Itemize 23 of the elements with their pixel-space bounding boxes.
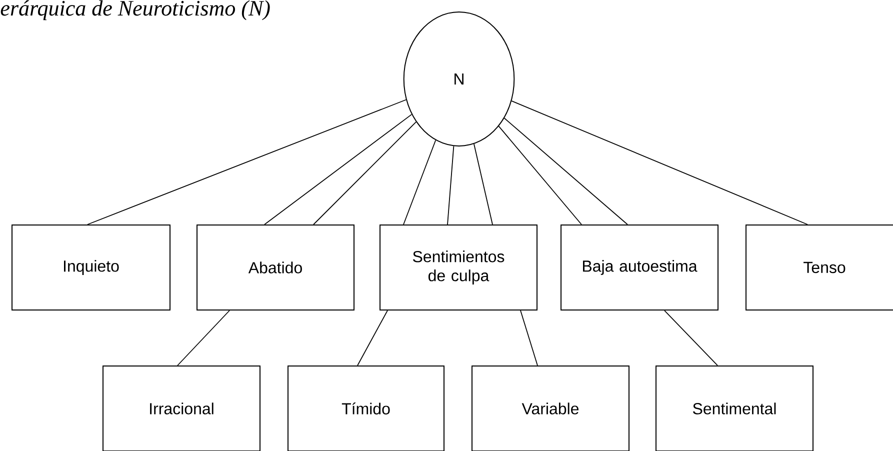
connector-line: [357, 310, 388, 366]
trait-box: Baja autoestima: [560, 224, 718, 310]
connector-line: [474, 144, 493, 225]
trait-box: Abatido: [196, 224, 354, 310]
connector-line: [504, 118, 628, 225]
trait-box: Variable: [472, 366, 630, 451]
connector-line: [511, 100, 808, 225]
connector-line: [313, 122, 417, 225]
trait-box: Sentimientos de culpa: [380, 224, 538, 310]
trait-box: Tímido: [288, 366, 444, 451]
connector-line: [447, 146, 454, 225]
connector-line: [520, 310, 538, 366]
trait-box: Inquieto: [12, 224, 170, 310]
connector-line: [177, 310, 230, 366]
connector-line: [498, 126, 582, 225]
trait-box: Irracional: [102, 366, 260, 451]
trait-box: Sentimental: [656, 366, 814, 451]
connector-line: [403, 140, 436, 225]
connector-line: [664, 310, 718, 366]
connector-line: [264, 114, 412, 225]
trait-box: Tenso: [746, 224, 893, 310]
figure-title: erárquica de Neuroticismo (N): [0, 0, 270, 20]
connector-line: [87, 99, 406, 225]
